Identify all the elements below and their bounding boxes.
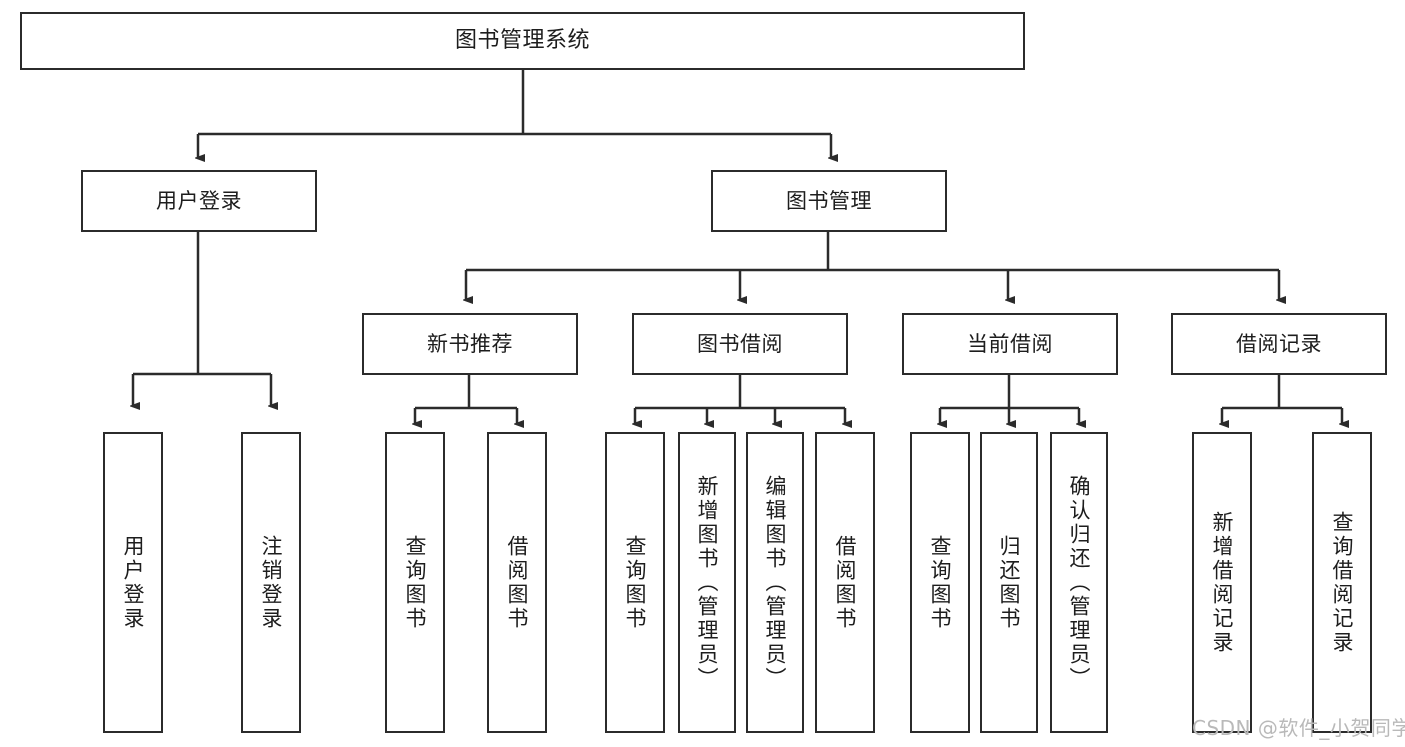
node-label: 新增借阅记录 (1210, 510, 1235, 655)
node-label: 借阅图书 (833, 534, 858, 631)
node-label: 当前借阅 (967, 331, 1053, 356)
node-label: 新增图书（管理员） (695, 474, 720, 691)
node-label: 注销登录 (259, 534, 284, 631)
node-label: 查询图书 (403, 534, 428, 631)
node-user-login[interactable]: 用户登录 (81, 170, 317, 232)
node-book-borrow[interactable]: 图书借阅 (632, 313, 848, 375)
leaf-user-login[interactable]: 用户登录 (103, 432, 163, 733)
node-label: 查询借阅记录 (1330, 510, 1355, 655)
leaf-borrow-book[interactable]: 借阅图书 (815, 432, 875, 733)
leaf-query-book-new[interactable]: 查询图书 (385, 432, 445, 733)
leaf-add-borrow-record[interactable]: 新增借阅记录 (1192, 432, 1252, 733)
node-label: 用户登录 (121, 534, 146, 631)
node-label: 借阅图书 (505, 534, 530, 631)
leaf-query-book[interactable]: 查询图书 (605, 432, 665, 733)
node-label: 图书管理 (786, 188, 872, 213)
node-label: 图书管理系统 (454, 28, 590, 54)
leaf-query-book-current[interactable]: 查询图书 (910, 432, 970, 733)
watermark-text: CSDN @软件_小贺同学 (1192, 716, 1405, 740)
leaf-edit-book-admin[interactable]: 编辑图书（管理员） (746, 432, 804, 733)
leaf-add-book-admin[interactable]: 新增图书（管理员） (678, 432, 736, 733)
node-book-management[interactable]: 图书管理 (711, 170, 947, 232)
leaf-confirm-return-admin[interactable]: 确认归还（管理员） (1050, 432, 1108, 733)
node-label: 确认归还（管理员） (1067, 474, 1092, 691)
leaf-query-borrow-record[interactable]: 查询借阅记录 (1312, 432, 1372, 733)
node-borrow-record[interactable]: 借阅记录 (1171, 313, 1387, 375)
node-root-system[interactable]: 图书管理系统 (20, 12, 1025, 70)
node-label: 编辑图书（管理员） (763, 474, 788, 691)
leaf-return-book[interactable]: 归还图书 (980, 432, 1038, 733)
leaf-user-logout[interactable]: 注销登录 (241, 432, 301, 733)
node-current-borrow[interactable]: 当前借阅 (902, 313, 1118, 375)
node-label: 查询图书 (928, 534, 953, 631)
node-label: 图书借阅 (697, 331, 783, 356)
node-label: 归还图书 (997, 534, 1022, 631)
node-label: 查询图书 (623, 534, 648, 631)
node-label: 借阅记录 (1236, 331, 1322, 356)
node-label: 用户登录 (156, 188, 242, 213)
leaf-borrow-book-new[interactable]: 借阅图书 (487, 432, 547, 733)
node-label: 新书推荐 (427, 331, 513, 356)
node-new-book-recommend[interactable]: 新书推荐 (362, 313, 578, 375)
